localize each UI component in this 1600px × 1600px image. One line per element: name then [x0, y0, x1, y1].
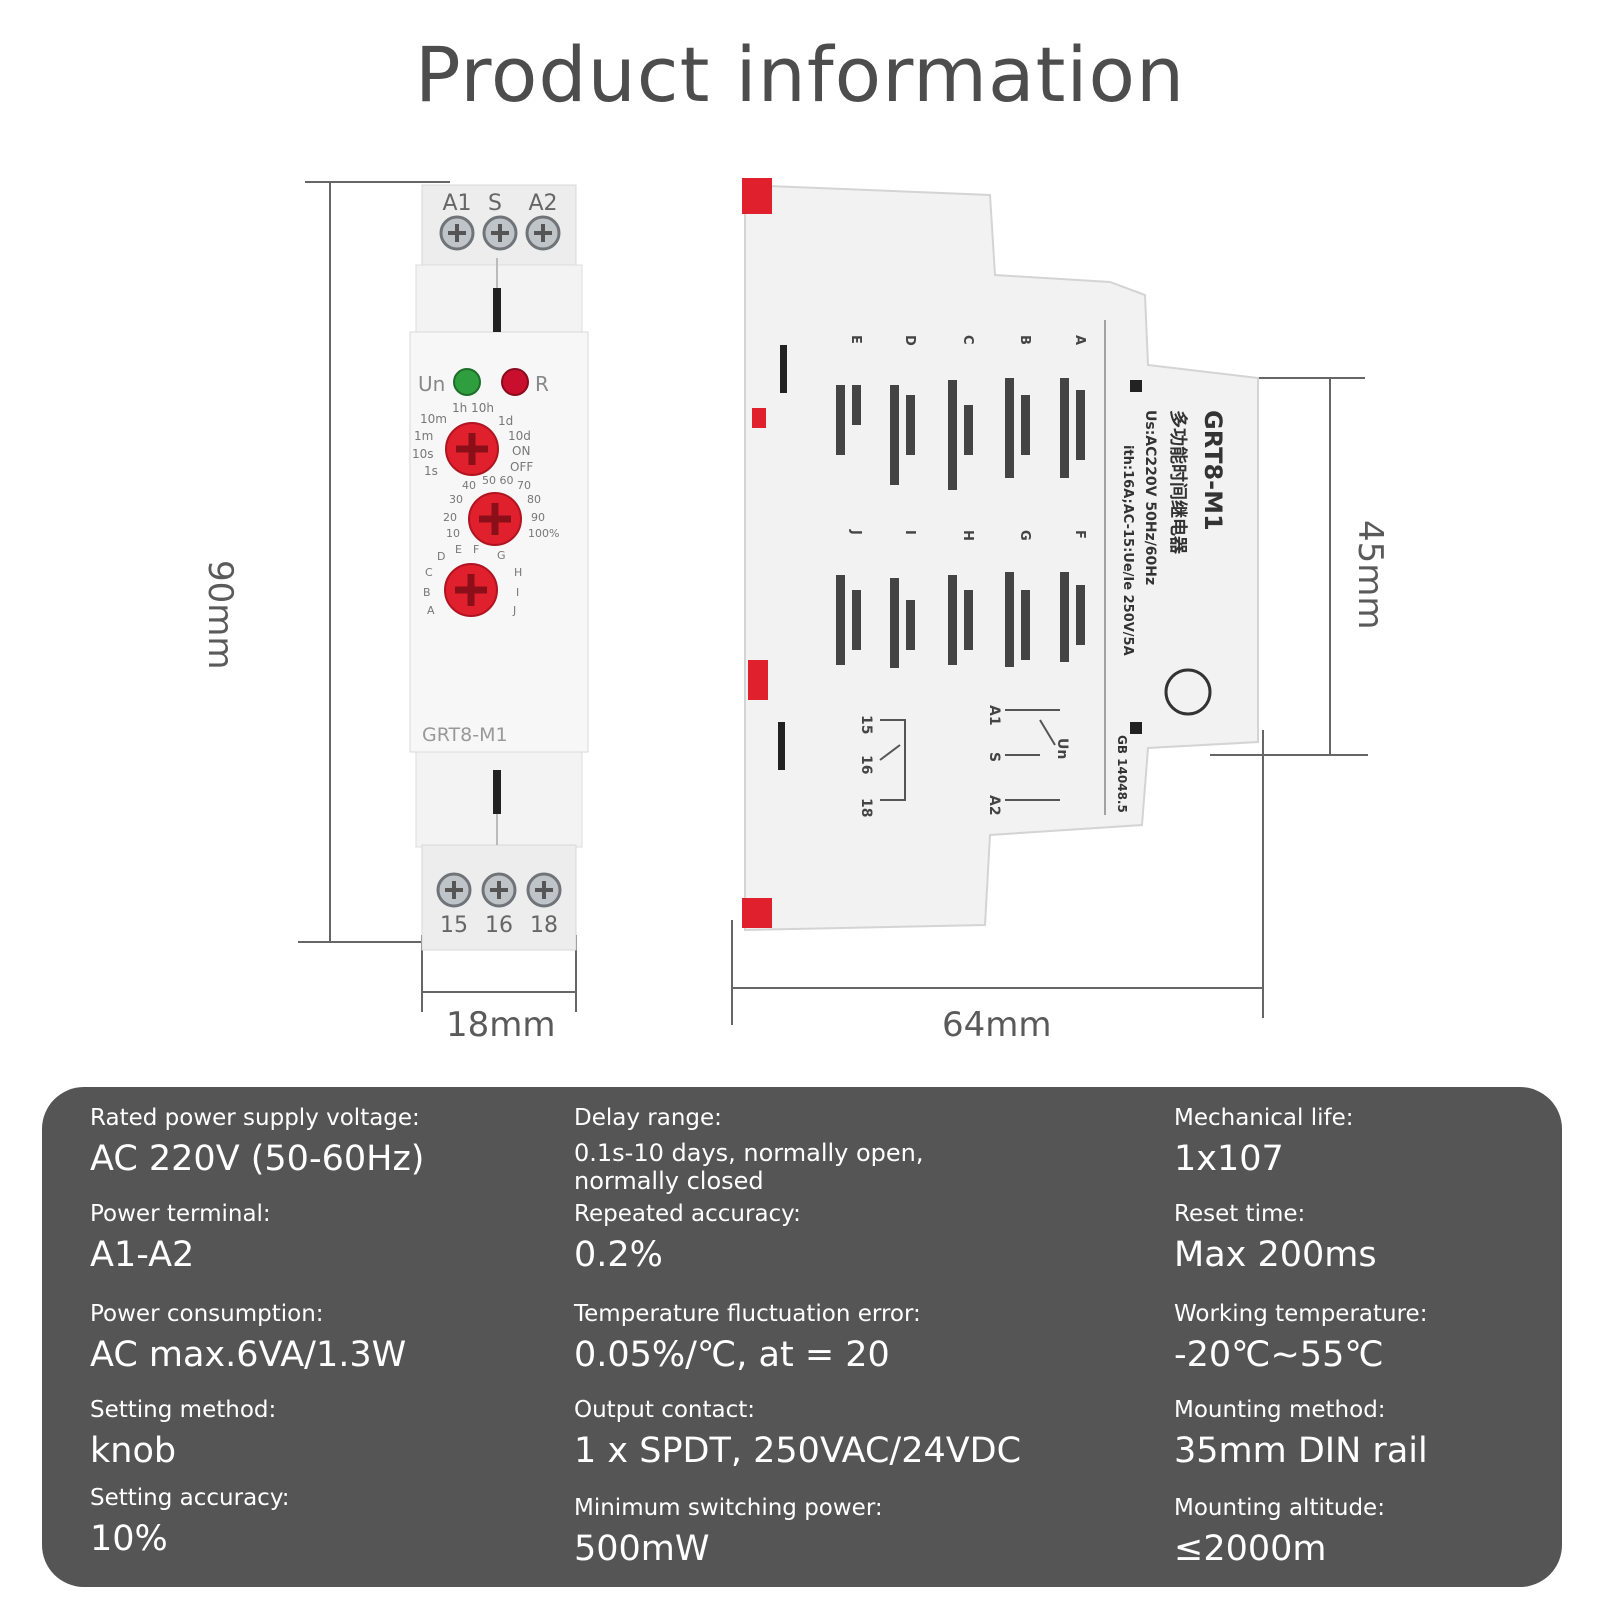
dimension-depth: 64mm — [942, 1005, 1052, 1045]
svg-text:A: A — [427, 604, 435, 617]
dimension-height: 90mm — [200, 560, 240, 670]
side-standard: GB 14048.5 — [1115, 735, 1129, 813]
spec-power-terminal: Power terminal: A1-A2 — [90, 1201, 271, 1275]
svg-text:A2: A2 — [986, 795, 1002, 816]
svg-text:10m: 10m — [420, 412, 447, 426]
svg-text:S: S — [986, 752, 1002, 762]
svg-text:E: E — [848, 335, 863, 344]
terminal-labels-top: A1 S A2 — [442, 191, 557, 216]
svg-text:10s: 10s — [412, 447, 434, 461]
svg-text:A1: A1 — [986, 705, 1002, 726]
led-r — [501, 368, 529, 396]
knob-time-range[interactable] — [445, 422, 499, 476]
status-leds: Un R — [418, 368, 549, 396]
svg-text:50 60: 50 60 — [482, 474, 514, 487]
svg-text:C: C — [960, 335, 975, 345]
spec-temperature-error: Temperature fluctuation error: 0.05%/℃, … — [574, 1301, 921, 1375]
side-rating-2: ith:16A;AC-15:Ue/Ie 250V/5A — [1120, 445, 1135, 656]
spec-reset-time: Reset time: Max 200ms — [1174, 1201, 1377, 1275]
product-drawing: A1 S A2 Un R 1h 10h 10m 1m 10s 1s 1d 10d… — [298, 178, 1368, 1025]
svg-text:10d: 10d — [508, 429, 531, 443]
side-model: GRT8-M1 — [1199, 410, 1227, 531]
svg-text:F: F — [1072, 530, 1087, 539]
spec-mechanical-life: Mechanical life: 1x107 — [1174, 1105, 1354, 1179]
svg-text:1h 10h: 1h 10h — [452, 401, 494, 415]
led-label-r: R — [535, 372, 549, 396]
spec-working-temperature: Working temperature: -20℃~55℃ — [1174, 1301, 1428, 1375]
svg-text:E: E — [455, 543, 462, 556]
svg-text:G: G — [497, 549, 506, 562]
svg-text:H: H — [960, 530, 975, 541]
svg-text:100%: 100% — [528, 527, 559, 540]
svg-text:J: J — [848, 529, 863, 535]
svg-text:C: C — [425, 566, 433, 579]
svg-text:D: D — [902, 335, 917, 346]
svg-text:I: I — [902, 530, 917, 535]
terminal-16: 16 — [485, 913, 513, 938]
svg-text:ON: ON — [512, 444, 530, 458]
spec-output-contact: Output contact: 1 x SPDT, 250VAC/24VDC — [574, 1397, 1022, 1471]
page-title: Product information — [414, 30, 1186, 119]
terminal-a2: A2 — [528, 191, 557, 216]
svg-text:20: 20 — [443, 511, 457, 524]
svg-text:40: 40 — [462, 479, 476, 492]
svg-text:1d: 1d — [498, 414, 513, 428]
terminal-screws-bottom — [436, 872, 562, 908]
spec-min-switching-power: Minimum switching power: 500mW — [574, 1495, 883, 1569]
svg-text:1m: 1m — [414, 429, 433, 443]
spec-delay-range: Delay range: 0.1s-10 days, normally open… — [574, 1105, 924, 1195]
svg-text:H: H — [514, 566, 522, 579]
spec-setting-method: Setting method: knob — [90, 1397, 277, 1471]
led-un — [453, 368, 481, 396]
svg-text:G: G — [1017, 530, 1032, 541]
knob-percentage[interactable] — [468, 492, 522, 546]
spec-repeated-accuracy: Repeated accuracy: 0.2% — [574, 1201, 801, 1275]
svg-text:B: B — [1017, 335, 1032, 345]
terminal-15: 15 — [440, 913, 468, 938]
relay-side-view — [742, 178, 1259, 932]
svg-text:18: 18 — [858, 798, 874, 817]
spec-mounting-method: Mounting method: 35mm DIN rail — [1174, 1397, 1428, 1471]
dimension-width: 18mm — [446, 1005, 556, 1045]
svg-text:A: A — [1072, 335, 1087, 345]
dimension-side-height: 45mm — [1350, 520, 1390, 630]
svg-text:90: 90 — [531, 511, 545, 524]
svg-text:D: D — [437, 550, 445, 563]
svg-text:15: 15 — [858, 715, 874, 734]
terminal-a1: A1 — [442, 191, 471, 216]
svg-text:30: 30 — [449, 493, 463, 506]
spec-setting-accuracy: Setting accuracy: 10% — [90, 1485, 290, 1559]
terminal-s: S — [488, 191, 502, 216]
svg-text:80: 80 — [527, 493, 541, 506]
relay-front-view — [409, 184, 589, 951]
spec-power-consumption: Power consumption: AC max.6VA/1.3W — [90, 1301, 407, 1375]
spec-rated-voltage: Rated power supply voltage: AC 220V (50-… — [90, 1105, 425, 1179]
svg-text:I: I — [516, 586, 519, 599]
led-label-un: Un — [418, 372, 445, 396]
side-rating-1: Us:AC220V 50Hz/60Hz — [1142, 410, 1158, 585]
svg-text:16: 16 — [858, 755, 874, 774]
front-model-label: GRT8-M1 — [422, 724, 508, 746]
svg-text:J: J — [512, 604, 516, 617]
svg-text:Un: Un — [1054, 738, 1070, 759]
svg-text:B: B — [423, 586, 431, 599]
spec-mounting-altitude: Mounting altitude: ≤2000m — [1174, 1495, 1385, 1569]
svg-text:10: 10 — [446, 527, 460, 540]
svg-text:1s: 1s — [424, 464, 438, 478]
dimension-lines — [298, 181, 1368, 1025]
terminal-screws-top — [439, 215, 561, 251]
svg-text:OFF: OFF — [510, 460, 533, 474]
terminal-18: 18 — [530, 913, 558, 938]
svg-text:70: 70 — [517, 479, 531, 492]
spec-panel: Rated power supply voltage: AC 220V (50-… — [42, 1087, 1562, 1587]
knob-function[interactable] — [444, 563, 498, 617]
svg-text:F: F — [473, 543, 479, 556]
side-chinese-name: 多功能时间继电器 — [1167, 410, 1189, 555]
